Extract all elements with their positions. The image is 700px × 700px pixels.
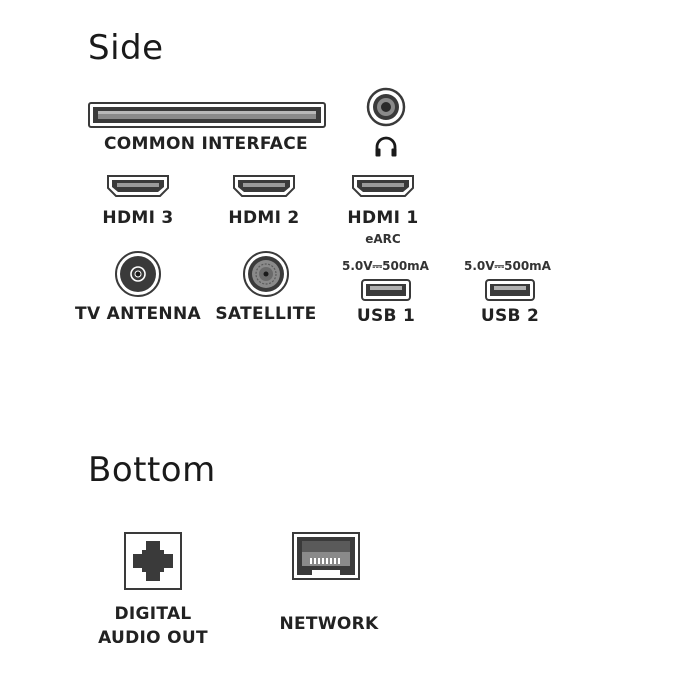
hdmi-2-label: HDMI 2 [228,208,300,228]
hdmi-1-earc-label: eARC [365,232,401,246]
digital-audio-out-label-line1: DIGITAL [114,604,192,624]
satellite-port [242,250,290,298]
satellite-label: SATELLITE [215,304,317,324]
digital-audio-out-port [124,532,182,590]
hdmi-3-port [106,174,170,198]
usb-1-rating: 5.0V⎓500mA [342,259,429,273]
side-heading: Side [88,28,164,68]
tv-antenna-port [114,250,162,298]
network-label: NETWORK [279,614,379,634]
headphone-jack [366,87,406,127]
hdmi-1-label: HDMI 1 [347,208,419,228]
usb-2-port [485,279,535,301]
usb-1-label: USB 1 [356,306,416,326]
headphone-icon [374,136,398,158]
usb-1-port [361,279,411,301]
hdmi-3-label: HDMI 3 [102,208,174,228]
bottom-heading: Bottom [88,450,216,490]
common-interface-slot [88,102,326,128]
tv-antenna-label: TV ANTENNA [75,304,201,324]
hdmi-2-port [232,174,296,198]
network-port [292,532,360,580]
digital-audio-out-label-line2: AUDIO OUT [98,628,208,648]
hdmi-1-port [351,174,415,198]
usb-2-rating: 5.0V⎓500mA [464,259,551,273]
usb-2-label: USB 2 [480,306,540,326]
common-interface-label: COMMON INTERFACE [104,134,308,154]
